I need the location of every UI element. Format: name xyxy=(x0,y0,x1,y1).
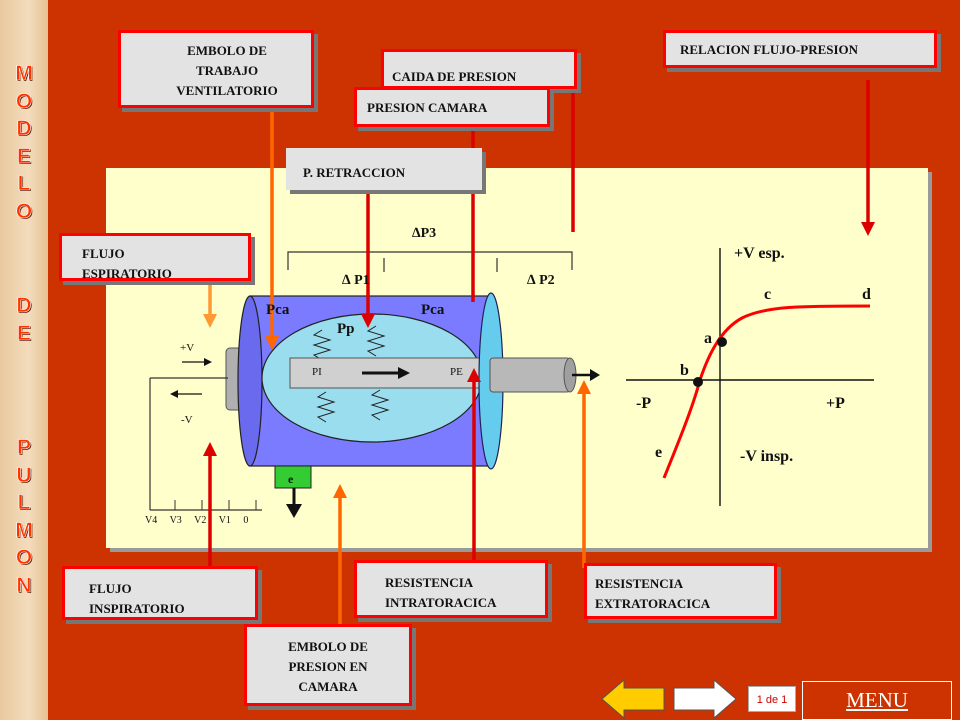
minus-v-arrowhead xyxy=(170,390,178,398)
arrowhead xyxy=(333,484,347,498)
arrowhead xyxy=(861,222,875,236)
spring xyxy=(312,329,332,361)
valve-e-label: e xyxy=(288,472,294,486)
label-line: CAMARA xyxy=(298,679,358,694)
point-a xyxy=(717,337,727,347)
chamber-left-cap xyxy=(237,295,263,467)
minus-v-label: -V xyxy=(181,414,193,426)
point-b xyxy=(693,377,703,387)
letter: M xyxy=(15,518,33,542)
letter: E xyxy=(16,321,32,345)
letter: L xyxy=(17,491,31,515)
left-arrow-icon xyxy=(601,678,665,720)
valve-arrowhead xyxy=(286,504,302,518)
label-line: RESISTENCIA xyxy=(385,575,474,590)
dp2-label: ∆ P2 xyxy=(527,273,555,288)
label-line: FLUJO xyxy=(82,246,125,261)
arrowhead xyxy=(577,380,591,394)
sidebar-word-de: D E xyxy=(0,292,48,347)
sidebar: M O D E L O D E P U L M O N xyxy=(0,0,48,720)
label-line: FLUJO xyxy=(89,581,132,596)
pointer-arrows xyxy=(203,80,875,628)
plus-v-arrowhead xyxy=(204,358,212,366)
point-a-label: a xyxy=(704,330,712,347)
scale-label: V4 xyxy=(145,515,158,526)
letter: L xyxy=(17,172,31,196)
label-resistencia-intra: RESISTENCIA INTRATORACICA xyxy=(354,560,548,618)
point-b-label: b xyxy=(680,362,689,379)
arrowhead xyxy=(361,314,375,328)
letter: E xyxy=(16,144,32,168)
point-c-label: c xyxy=(764,286,772,303)
page-indicator: 1 de 1 xyxy=(748,686,796,712)
letter: O xyxy=(15,89,33,113)
plus-p-label: +P xyxy=(826,395,845,412)
label-line: RESISTENCIA xyxy=(595,576,684,591)
label-line: INSPIRATORIO xyxy=(89,601,185,616)
spring xyxy=(366,325,386,357)
label-p-retraccion: P. RETRACCION xyxy=(286,148,482,190)
spring xyxy=(370,389,390,421)
sidebar-word-modelo: M O D E L O xyxy=(0,60,48,225)
label-line: ESPIRATORIO xyxy=(82,266,172,281)
scale-label: V2 xyxy=(194,515,207,526)
arrowhead xyxy=(265,336,279,350)
point-d-label: d xyxy=(862,286,871,303)
arrowhead xyxy=(203,314,217,328)
label-line: EXTRATORACICA xyxy=(595,596,711,611)
scale-label: 0 xyxy=(243,515,249,526)
minus-v-insp-label: -V insp. xyxy=(740,448,794,465)
plus-v-label: +V xyxy=(180,342,195,354)
letter: M xyxy=(15,62,33,86)
dp1-label: ∆ P1 xyxy=(342,273,370,288)
letter: O xyxy=(15,546,33,570)
label-line: INTRATORACICA xyxy=(385,595,497,610)
dp3-bracket xyxy=(287,251,573,270)
minus-p-label: -P xyxy=(636,395,652,412)
label-resistencia-extra: RESISTENCIA EXTRATORACICA xyxy=(584,563,777,619)
scale-label: V3 xyxy=(169,515,182,526)
letter: U xyxy=(16,463,32,487)
letter: D xyxy=(16,117,32,141)
label-embolo-presion: EMBOLO DE PRESION EN CAMARA xyxy=(244,624,412,706)
plus-v-esp-label: +V esp. xyxy=(734,245,785,262)
pe-label: PE xyxy=(450,366,463,378)
label-relacion-flujo: RELACION FLUJO-PRESION xyxy=(663,30,937,68)
arrowhead xyxy=(203,442,217,456)
label-flujo-espiratorio: FLUJO ESPIRATORIO xyxy=(59,233,251,281)
next-arrow-button[interactable] xyxy=(672,678,738,720)
sidebar-word-pulmon: P U L M O N xyxy=(0,434,48,599)
dp3-label: ∆P3 xyxy=(412,226,437,241)
prev-arrow-button[interactable] xyxy=(600,678,666,720)
scale-label: V1 xyxy=(218,515,231,526)
arrowhead xyxy=(467,368,481,382)
label-line: EMBOLO DE xyxy=(288,639,368,654)
pca-left-label: Pca xyxy=(266,302,290,318)
spring xyxy=(316,391,336,423)
point-e-label: e xyxy=(655,444,663,461)
letter: P xyxy=(16,436,32,460)
label-caida-presion: CAIDA DE PRESION xyxy=(381,49,577,89)
flow-arrowhead xyxy=(398,367,410,379)
label-flujo-inspiratorio: FLUJO INSPIRATORIO xyxy=(62,566,258,620)
exit-arrowhead xyxy=(590,369,600,381)
label-line: EMBOLO DE xyxy=(187,43,267,58)
label-line: PRESION EN xyxy=(288,659,368,674)
pp-label: Pp xyxy=(337,321,355,337)
scale-labels: V4 V3 V2 V1 0 xyxy=(145,515,248,526)
label-embolo-trabajo: EMBOLO DE TRABAJO VENTILATORIO xyxy=(118,30,314,108)
letter: N xyxy=(16,573,32,597)
menu-button[interactable]: MENU xyxy=(802,681,952,720)
pi-label: PI xyxy=(312,366,322,378)
pca-right-label: Pca xyxy=(421,302,445,318)
letter: O xyxy=(15,199,33,223)
label-line: VENTILATORIO xyxy=(176,83,278,98)
label-presion-camara: PRESION CAMARA xyxy=(354,87,550,127)
label-line: TRABAJO xyxy=(195,63,259,78)
tube-right xyxy=(489,357,571,393)
right-arrow-icon xyxy=(673,678,737,720)
letter: D xyxy=(16,294,32,318)
